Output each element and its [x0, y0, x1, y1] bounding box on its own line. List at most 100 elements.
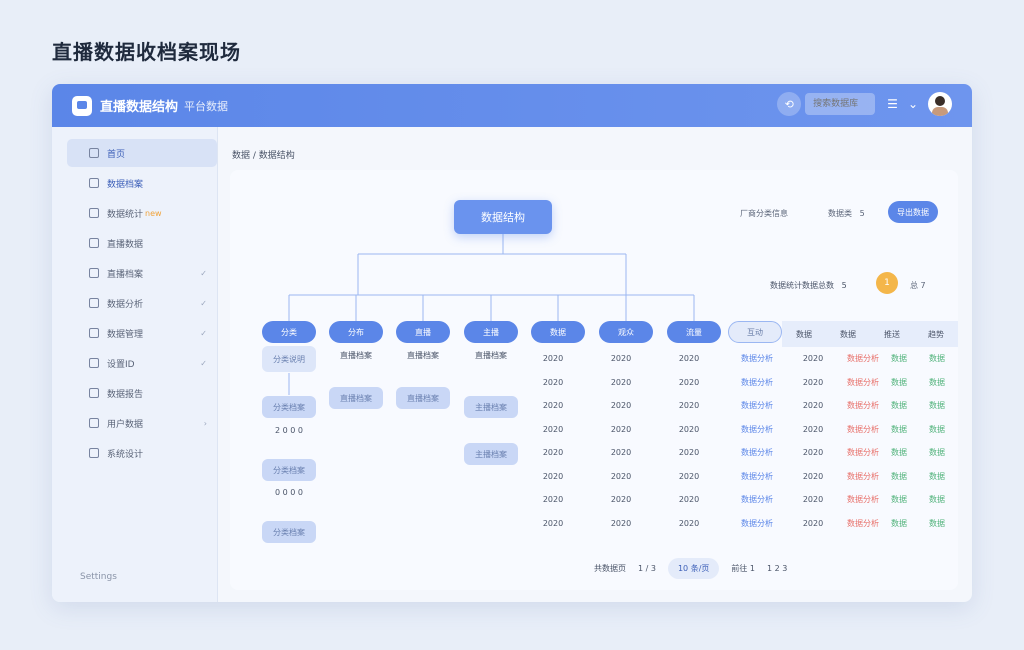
tree-node-live[interactable]: 直播	[396, 321, 450, 343]
tree-leaf-category-2[interactable]: 分类档案	[262, 459, 316, 481]
table-cell: 数据分析	[741, 377, 773, 387]
export-button[interactable]: 导出数据	[888, 201, 938, 223]
sidebar-item-label: 用户数据	[107, 419, 144, 430]
table-cell: 2020	[802, 448, 824, 457]
id-icon	[89, 358, 99, 368]
chevron-down-icon[interactable]: ⌄	[907, 97, 918, 111]
app-title: 直播数据结构	[100, 100, 179, 115]
table-cell: 数据分析	[847, 401, 879, 410]
filter-vendor[interactable]: 厂商分类信息	[740, 209, 788, 218]
table-cell: 数据分析	[741, 424, 773, 434]
sidebar-item-live-archive[interactable]: 直播档案✓	[67, 259, 217, 287]
table-cell: 数据	[929, 377, 945, 387]
sidebar-item-home[interactable]: 首页	[67, 139, 217, 167]
table-cell: 数据	[891, 377, 907, 387]
pagination-goto[interactable]: 前往 1	[731, 563, 756, 573]
tree-node-anchor[interactable]: 主播	[464, 321, 518, 343]
table-cell: 数据	[891, 401, 907, 410]
table-cell: 数据分析	[741, 401, 773, 410]
table-cell: 数据分析	[847, 377, 879, 387]
sidebar-item-settings-id[interactable]: 设置ID✓	[67, 349, 217, 377]
chevron-right-icon: ✓	[200, 268, 207, 278]
tree-leaf-col4-1[interactable]: 主播档案	[464, 396, 518, 418]
new-badge: new	[145, 208, 162, 218]
sidebar-item-label: 数据报告	[107, 389, 144, 400]
table-cell: 2020	[678, 448, 700, 457]
pagination-per-page[interactable]: 10 条/页	[667, 557, 720, 579]
tree-node-audience[interactable]: 观众	[599, 321, 653, 343]
tree-leaf-category-1[interactable]: 分类档案	[262, 396, 316, 418]
tree-text-col3: 直播档案	[407, 351, 439, 360]
table-cell: 2020	[610, 448, 632, 457]
table-header-cell: 数据	[840, 329, 856, 339]
tree-node-category[interactable]: 分类	[262, 321, 316, 343]
tree-text-col4: 直播档案	[475, 351, 507, 360]
table-cell: 2020	[542, 377, 564, 387]
grid-icon[interactable]: ☰	[887, 97, 898, 111]
tree-leaf-col4-2[interactable]: 主播档案	[464, 443, 518, 465]
table-cell: 数据	[891, 448, 907, 457]
tree-node-data[interactable]: 数据	[531, 321, 585, 343]
table-cell: 2020	[802, 354, 824, 363]
table-cell: 数据分析	[741, 518, 773, 528]
table-cell: 数据	[891, 495, 907, 504]
sidebar-item-report[interactable]: 数据报告	[67, 379, 217, 407]
filter-data-type-label: 数据类	[828, 209, 852, 218]
filter-data-type[interactable]: 数据类 5	[828, 208, 865, 219]
tree-leaf-col2[interactable]: 直播档案	[329, 387, 383, 409]
sidebar-item-user-data[interactable]: 用户数据›	[67, 409, 217, 437]
table-cell: 数据	[929, 401, 945, 410]
table-cell: 数据	[929, 518, 945, 528]
table-cell: 2020	[610, 377, 632, 387]
table-header-cell: 数据	[796, 329, 812, 339]
sidebar-item-label: 数据统计	[107, 209, 144, 220]
pagination-nav[interactable]: 1 2 3	[767, 563, 788, 573]
sidebar-item-archive[interactable]: 数据档案	[67, 169, 217, 197]
table-header-cell: 趋势	[928, 329, 944, 339]
table-row[interactable]: 2020 2020 2020 数据分析 2020 数据分析 数据 数据	[526, 371, 958, 394]
pagination-range[interactable]: 1 / 3	[638, 563, 656, 573]
avatar[interactable]	[928, 92, 952, 116]
tree-node-distribution[interactable]: 分布	[329, 321, 383, 343]
app-subtitle: 平台数据	[184, 99, 229, 113]
notification-icon[interactable]: ⟲	[777, 92, 802, 116]
analysis-icon	[89, 298, 99, 308]
sidebar-item-management[interactable]: 数据管理✓	[67, 319, 217, 347]
tree-leaf-col3[interactable]: 直播档案	[396, 387, 450, 409]
database-icon	[89, 328, 99, 338]
pagination: 共数据页 1 / 3 10 条/页 前往 1 1 2 3	[594, 556, 944, 580]
table-cell: 数据	[929, 448, 945, 457]
table-cell: 数据分析	[741, 471, 773, 481]
table-cell: 数据分析	[847, 354, 879, 363]
tree-root-node[interactable]: 数据结构	[454, 200, 552, 234]
tree-node-interaction[interactable]: 互动	[728, 321, 782, 343]
sidebar-footer[interactable]: Settings	[80, 572, 117, 582]
tree-leaf-category-3[interactable]: 分类档案	[262, 521, 316, 543]
stat-label-text: 数据统计数据总数	[770, 281, 834, 290]
table-cell: 数据分析	[847, 518, 879, 528]
sidebar-item-label: 系统设计	[107, 449, 144, 460]
sidebar-item-system[interactable]: 系统设计	[67, 439, 217, 467]
sidebar-item-live-data[interactable]: 直播数据	[67, 229, 217, 257]
tree-node-traffic[interactable]: 流量	[667, 321, 721, 343]
table-cell: 2020	[542, 401, 564, 410]
tree-leaf-category-desc[interactable]: 分类说明	[262, 346, 316, 372]
sidebar-item-analysis[interactable]: 数据分析✓	[67, 289, 217, 317]
table-cell: 2020	[678, 377, 700, 387]
sidebar-item-label: 首页	[107, 149, 126, 160]
search-input[interactable]	[805, 93, 876, 115]
table-cell: 2020	[610, 354, 632, 363]
table-cell: 2020	[542, 518, 564, 528]
table-cell: 数据	[891, 354, 907, 363]
table-cell: 数据分析	[847, 448, 879, 457]
sidebar-item-label: 直播数据	[107, 239, 144, 250]
table-cell: 2020	[802, 377, 824, 387]
